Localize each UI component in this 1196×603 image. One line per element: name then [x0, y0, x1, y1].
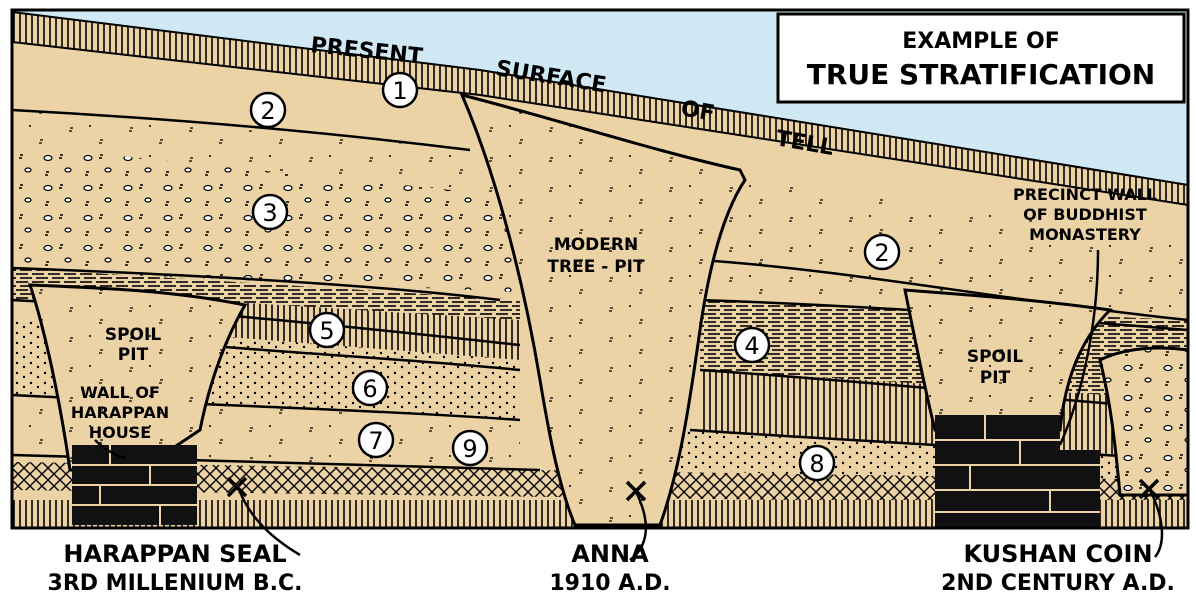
svg-text:9: 9	[462, 435, 477, 463]
left-spoil-pit-label-2: PIT	[118, 345, 149, 365]
layer-number-2-left: 2	[251, 93, 285, 127]
right-spoil-pit-label-1: SPOIL	[967, 347, 1023, 367]
layer-number-4: 4	[735, 328, 769, 362]
harappan-wall-label-3: HOUSE	[89, 423, 151, 442]
tree-pit-label-2: TREE - PIT	[547, 257, 645, 277]
svg-text:8: 8	[809, 450, 824, 478]
anna-caption-1: ANNA	[571, 540, 649, 568]
svg-text:6: 6	[362, 375, 377, 403]
layer-number-2-right: 2	[865, 235, 899, 269]
title-line-1: EXAMPLE OF	[902, 29, 1059, 54]
precinct-label-2: OF BUDDHIST	[1023, 205, 1147, 224]
layer-number-6: 6	[353, 371, 387, 405]
layer-number-1: 1	[383, 73, 417, 107]
svg-text:3: 3	[262, 199, 277, 227]
precinct-label-1: PRECINCT WALL	[1013, 185, 1157, 204]
anna-caption-2: 1910 A.D.	[549, 571, 670, 596]
svg-text:1: 1	[392, 77, 407, 105]
layer-number-7: 7	[359, 423, 393, 457]
kushan-caption-2: 2ND CENTURY A.D.	[941, 571, 1175, 596]
harappan-wall	[72, 445, 197, 525]
precinct-label-3: MONASTERY	[1029, 225, 1141, 244]
harappan-seal-caption-1: HARAPPAN SEAL	[63, 540, 286, 568]
svg-text:5: 5	[319, 317, 334, 345]
layer-number-8: 8	[800, 446, 834, 480]
svg-text:2: 2	[260, 97, 275, 125]
kushan-caption-1: KUSHAN COIN	[963, 540, 1152, 568]
svg-text:2: 2	[874, 239, 889, 267]
layer-number-9: 9	[453, 431, 487, 465]
title-line-2: TRUE STRATIFICATION	[807, 58, 1155, 91]
harappan-wall-label-1: WALL OF	[80, 383, 160, 402]
layer-number-5: 5	[310, 313, 344, 347]
tree-pit-label-1: MODERN	[554, 235, 638, 255]
right-spoil-pit-label-2: PIT	[980, 368, 1011, 388]
harappan-wall-label-2: HARAPPAN	[71, 403, 169, 422]
svg-text:7: 7	[368, 427, 383, 455]
layer-number-3: 3	[253, 195, 287, 229]
svg-text:4: 4	[744, 332, 759, 360]
harappan-seal-caption-2: 3RD MILLENIUM B.C.	[48, 571, 303, 596]
left-spoil-pit-label-1: SPOIL	[105, 325, 161, 345]
